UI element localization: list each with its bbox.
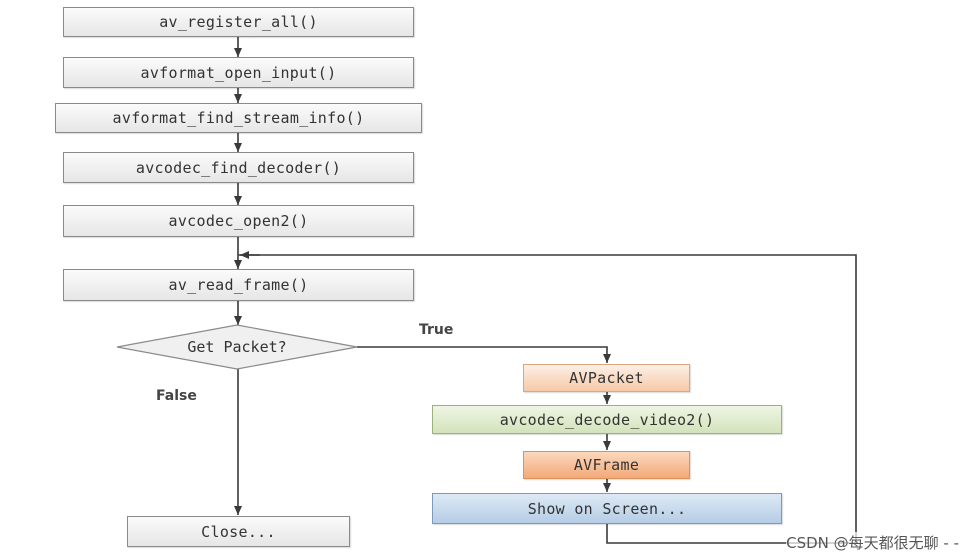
node-label: AVFrame	[573, 456, 640, 474]
node-avcodec-decode-video2: avcodec_decode_video2()	[432, 405, 782, 434]
node-avformat-find-stream-info: avformat_find_stream_info()	[55, 103, 422, 133]
node-label: avcodec_open2()	[168, 212, 309, 230]
node-label: av_register_all()	[159, 13, 318, 31]
node-av-read-frame: av_read_frame()	[63, 269, 414, 301]
node-label: av_read_frame()	[168, 276, 309, 294]
node-close: Close...	[127, 516, 350, 547]
node-show-on-screen: Show on Screen...	[432, 493, 782, 524]
decision-get-packet-label: Get Packet?	[187, 338, 287, 356]
edge-label-false: False	[156, 388, 197, 404]
node-label: AVPacket	[569, 369, 644, 387]
decision-diamond	[116, 324, 358, 370]
node-avframe: AVFrame	[523, 451, 690, 479]
csdn-watermark: CSDN @每天都很无聊 - -	[786, 532, 959, 553]
node-label: Close...	[201, 522, 276, 541]
node-label: avformat_open_input()	[140, 63, 337, 82]
node-label: Show on Screen...	[527, 499, 687, 518]
edge-true-to-avpacket	[357, 346, 611, 363]
node-label: avformat_find_stream_info()	[112, 109, 365, 127]
node-avcodec-open2: avcodec_open2()	[63, 205, 414, 237]
edge-label-true: True	[419, 322, 454, 338]
node-label: avcodec_find_decoder()	[135, 158, 342, 177]
node-avpacket: AVPacket	[523, 364, 690, 392]
node-av-register-all: av_register_all()	[63, 7, 414, 37]
node-label: avcodec_decode_video2()	[499, 410, 715, 429]
node-avformat-open-input: avformat_open_input()	[63, 57, 414, 88]
node-avcodec-find-decoder: avcodec_find_decoder()	[63, 152, 414, 183]
